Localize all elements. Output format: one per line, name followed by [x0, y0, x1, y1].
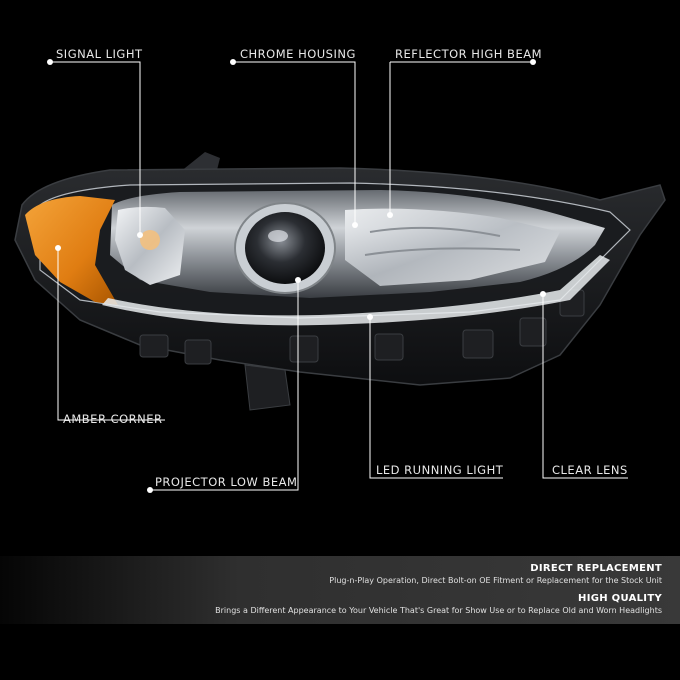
signal-light-label: SIGNAL LIGHT	[56, 47, 143, 61]
projector-low-beam-line	[150, 280, 299, 491]
feature-description: Brings a Different Appearance to Your Ve…	[215, 606, 662, 615]
callout-dot	[55, 245, 61, 251]
callout-dot	[230, 59, 236, 65]
callout-dot	[352, 222, 358, 228]
features-banner: DIRECT REPLACEMENT Plug-n-Play Operation…	[0, 556, 680, 624]
callout-dot	[530, 59, 536, 65]
amber-corner-lens	[25, 196, 118, 305]
callout-dot	[387, 212, 393, 218]
feature-description: Plug-n-Play Operation, Direct Bolt-on OE…	[329, 576, 662, 585]
callout-dot	[295, 277, 301, 283]
callout-dot	[137, 232, 143, 238]
reflector-high-beam-label: REFLECTOR HIGH BEAM	[395, 47, 542, 61]
callout-dot	[367, 314, 373, 320]
signal-light-line	[49, 61, 141, 235]
amber-corner-line	[57, 248, 165, 421]
clear-lens-line	[542, 294, 628, 479]
led-running-light-line	[369, 317, 503, 479]
led-strip	[102, 255, 610, 326]
feature-title: HIGH QUALITY	[578, 593, 662, 604]
chrome-housing-line	[233, 61, 356, 225]
callout-dot	[540, 291, 546, 297]
clear-lens-label: CLEAR LENS	[552, 463, 628, 477]
chrome-housing-label: CHROME HOUSING	[240, 47, 356, 61]
signal-bulb	[140, 230, 160, 250]
amber-corner-label: AMBER CORNER	[63, 412, 163, 426]
lower-mounting-tabs	[139, 289, 585, 411]
projector-lens	[245, 212, 325, 284]
feature-title: DIRECT REPLACEMENT	[530, 563, 662, 574]
led-running-light-label: LED RUNNING LIGHT	[376, 463, 504, 477]
callout-dot	[147, 487, 153, 493]
callout-dot	[47, 59, 53, 65]
projector-low-beam-label: PROJECTOR LOW BEAM	[155, 475, 298, 489]
